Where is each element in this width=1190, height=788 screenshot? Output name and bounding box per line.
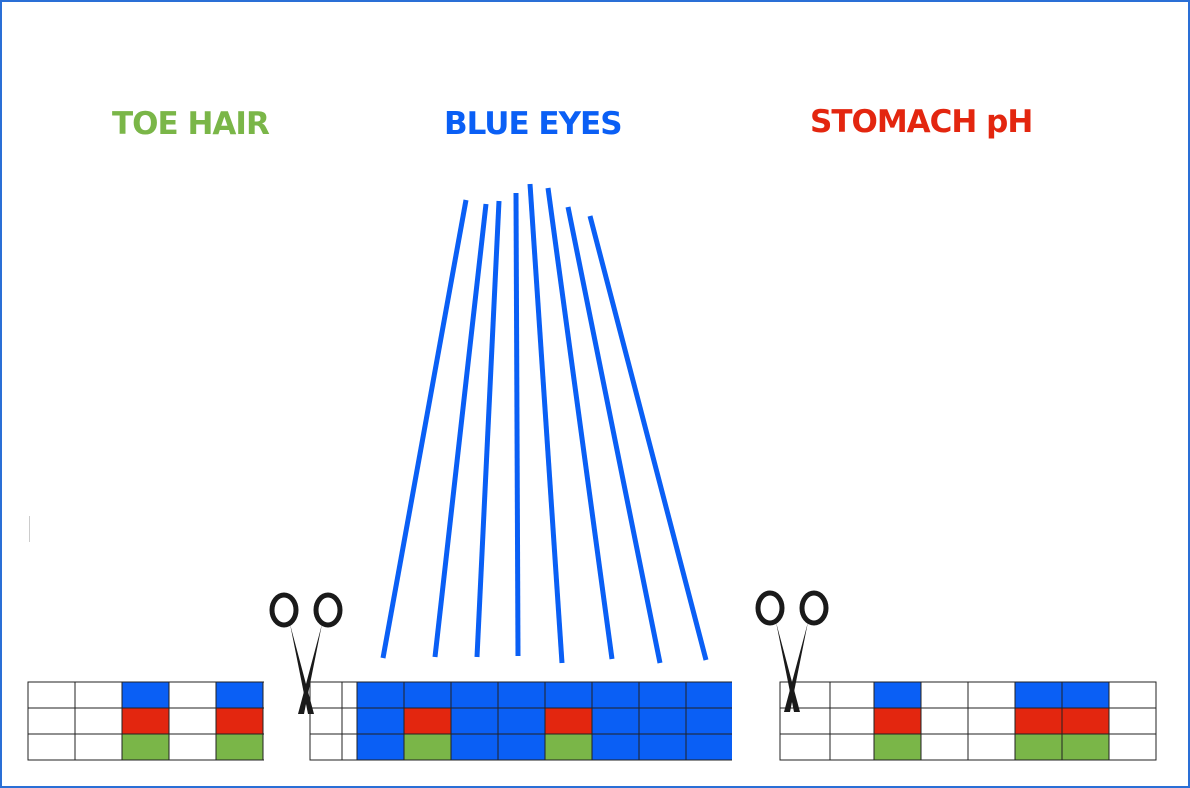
gene-cell bbox=[356, 733, 405, 761]
text-cursor-mark bbox=[29, 516, 30, 542]
gene-cell bbox=[27, 681, 76, 709]
gene-cell bbox=[1061, 707, 1110, 735]
blue-eyes-line bbox=[527, 183, 565, 664]
blue-eyes-line bbox=[474, 200, 502, 658]
gene-cell bbox=[779, 733, 831, 761]
gene-cell bbox=[685, 681, 734, 709]
gene-strip bbox=[27, 678, 1157, 764]
gene-cell bbox=[544, 733, 593, 761]
gene-cell bbox=[591, 681, 640, 709]
gene-cell bbox=[403, 681, 452, 709]
gene-cell bbox=[403, 707, 452, 735]
label-stomach-ph: STOMACH pH bbox=[810, 104, 1033, 140]
gene-cell bbox=[685, 733, 734, 761]
gene-cell bbox=[638, 733, 687, 761]
gene-cell bbox=[497, 733, 546, 761]
gene-cell bbox=[873, 681, 922, 709]
gene-cell bbox=[450, 681, 499, 709]
gene-cell bbox=[873, 733, 922, 761]
gene-cell bbox=[356, 707, 405, 735]
gene-cell bbox=[121, 681, 170, 709]
blue-eyes-line bbox=[432, 203, 489, 658]
label-toe-hair: TOE HAIR bbox=[112, 106, 270, 142]
gene-cell bbox=[638, 681, 687, 709]
gene-cell bbox=[967, 707, 1016, 735]
gene-cell bbox=[309, 681, 343, 709]
blue-eyes-line bbox=[565, 206, 663, 664]
gene-cell bbox=[826, 733, 875, 761]
gene-cell bbox=[591, 707, 640, 735]
label-blue-eyes: BLUE EYES bbox=[444, 106, 623, 142]
gene-cell bbox=[1014, 681, 1063, 709]
gene-cell bbox=[27, 707, 76, 735]
gene-cell bbox=[591, 733, 640, 761]
scissors-icon bbox=[755, 590, 829, 712]
gene-cell bbox=[1108, 681, 1157, 709]
gene-cell bbox=[450, 733, 499, 761]
scissors-icon bbox=[269, 592, 343, 714]
gene-cell bbox=[497, 707, 546, 735]
gene-cell bbox=[403, 733, 452, 761]
gene-cell bbox=[967, 681, 1016, 709]
gene-cell bbox=[497, 681, 546, 709]
gene-cell bbox=[450, 707, 499, 735]
gene-cell bbox=[215, 681, 264, 709]
gene-cell bbox=[1108, 733, 1157, 761]
gene-cell bbox=[121, 733, 170, 761]
gene-cell bbox=[356, 681, 405, 709]
gene-cell bbox=[544, 681, 593, 709]
blue-eyes-line bbox=[587, 215, 709, 661]
gene-cell bbox=[74, 681, 123, 709]
gene-cell bbox=[168, 733, 217, 761]
blue-eyes-line bbox=[380, 199, 469, 659]
gene-cell bbox=[1014, 733, 1063, 761]
gene-cell bbox=[215, 733, 264, 761]
gene-cell bbox=[1014, 707, 1063, 735]
blue-eyes-lines bbox=[380, 183, 709, 664]
blue-eyes-line bbox=[513, 192, 521, 657]
gene-cell bbox=[544, 707, 593, 735]
gene-cell bbox=[215, 707, 264, 735]
gene-cell bbox=[1061, 681, 1110, 709]
gene-cell bbox=[168, 681, 217, 709]
gene-cell bbox=[826, 707, 875, 735]
gene-cell bbox=[121, 707, 170, 735]
gene-cell bbox=[920, 733, 969, 761]
gene-cell bbox=[1061, 733, 1110, 761]
gene-cell bbox=[74, 733, 123, 761]
gene-cell bbox=[873, 707, 922, 735]
gene-cell bbox=[27, 733, 76, 761]
gene-cell bbox=[920, 707, 969, 735]
gene-cell bbox=[168, 707, 217, 735]
gene-cell bbox=[309, 707, 343, 735]
gene-cell bbox=[920, 681, 969, 709]
gene-cell bbox=[1108, 707, 1157, 735]
blue-eyes-line bbox=[545, 187, 615, 660]
gene-cell bbox=[638, 707, 687, 735]
gene-cell bbox=[74, 707, 123, 735]
gene-cell bbox=[826, 681, 875, 709]
gene-cell bbox=[967, 733, 1016, 761]
gene-cell bbox=[309, 733, 343, 761]
gene-cell bbox=[685, 707, 734, 735]
